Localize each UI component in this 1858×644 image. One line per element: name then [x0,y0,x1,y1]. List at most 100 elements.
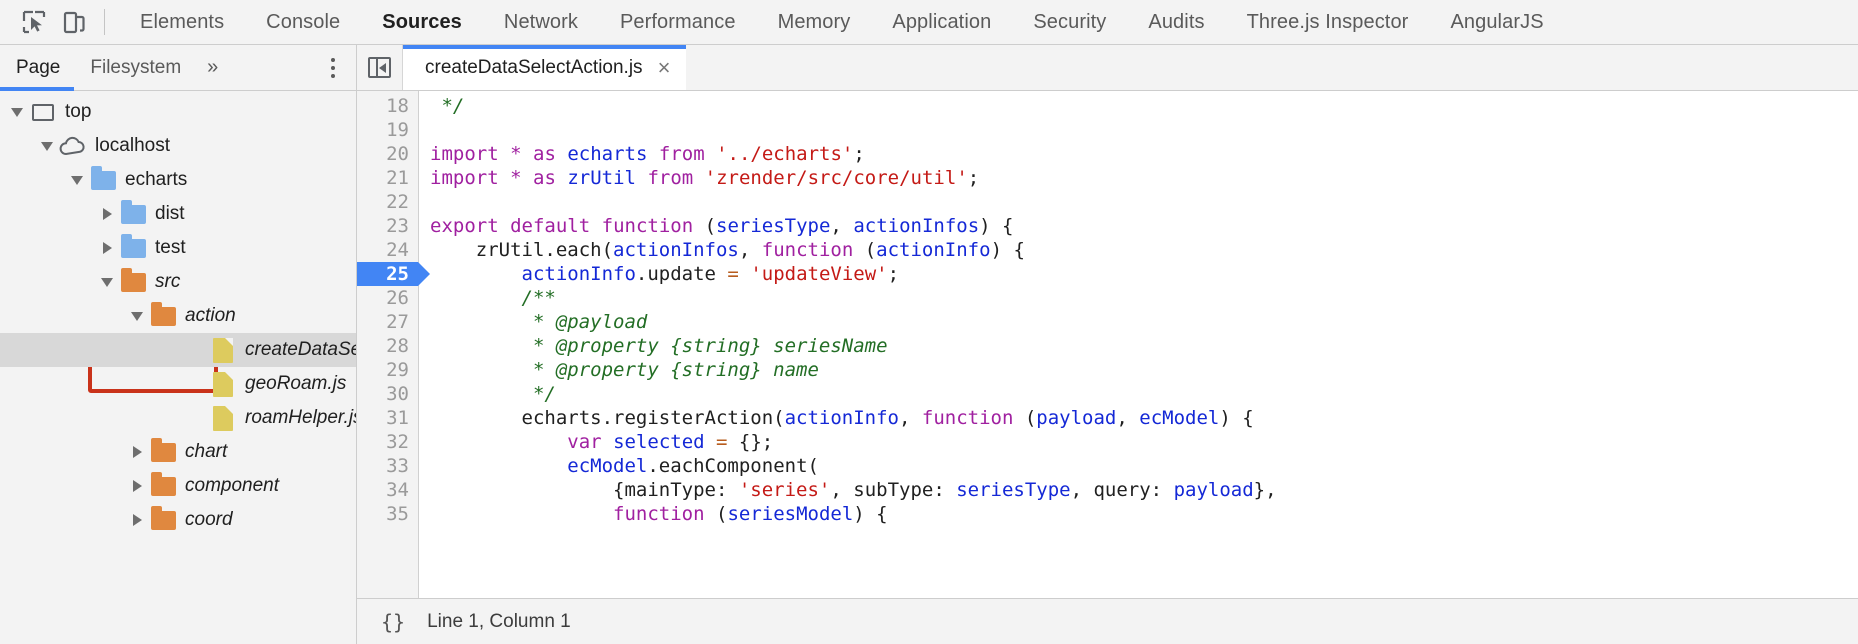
line-number-33[interactable]: 33 [386,455,409,477]
code-token: , [830,215,854,237]
code-line-27: * @payload [430,310,1858,334]
line-number-29[interactable]: 29 [386,359,409,381]
tree-item-label: coord [185,509,233,530]
editor-status-bar: {} Line 1, Column 1 [357,598,1858,644]
tree-item-roamhelper-js[interactable]: roamHelper.js [0,401,356,435]
tree-item-test[interactable]: test [0,231,356,265]
code-token [693,167,704,189]
tab-memory[interactable]: Memory [777,11,851,33]
editor-file-tab-label: createDataSelectAction.js [425,56,643,78]
nav-tab-page[interactable]: Page [0,45,75,91]
tree-item-georoam-js[interactable]: geoRoam.js [0,367,356,401]
code-line-30: */ [430,382,1858,406]
code-token: echarts [567,143,648,165]
file-icon [208,337,238,363]
collapse-sidebar-icon[interactable] [357,45,403,90]
folder-icon [118,233,148,258]
chevron-right-icon[interactable] [96,242,118,254]
tab-threejs-inspector[interactable]: Three.js Inspector [1246,11,1409,33]
code-token: var [567,431,602,453]
nav-tab-filesystem[interactable]: Filesystem [90,57,182,78]
code-token: seriesType [716,215,831,237]
chevron-down-icon[interactable] [96,277,118,287]
line-number-24[interactable]: 24 [386,239,409,261]
editor-file-tab[interactable]: createDataSelectAction.js × [403,45,687,90]
chevron-down-icon[interactable] [36,141,58,151]
line-number-26[interactable]: 26 [386,287,409,309]
close-icon[interactable]: × [657,54,671,80]
tab-audits[interactable]: Audits [1148,11,1205,33]
line-number-35[interactable]: 35 [386,503,409,525]
tab-elements[interactable]: Elements [140,11,225,33]
chevron-down-icon[interactable] [126,311,148,321]
code-token: .update [635,263,728,285]
chevron-down-icon[interactable] [66,175,88,185]
tree-item-createdataselectaction-js[interactable]: createDataSelectAction.js [0,333,356,367]
tab-application[interactable]: Application [892,11,992,33]
tree-item-label: dist [155,203,185,224]
tab-security[interactable]: Security [1033,11,1107,33]
tree-item-label: chart [185,441,228,462]
more-options-icon[interactable] [316,46,350,90]
chevron-down-icon[interactable] [6,107,28,117]
tree-item-label: roamHelper.js [245,407,356,428]
tree-item-localhost[interactable]: localhost [0,129,356,163]
code-token: function [921,407,1014,429]
line-number-20[interactable]: 20 [386,143,409,165]
folder-icon [148,437,178,462]
tree-item-component[interactable]: component [0,469,356,503]
device-toolbar-icon[interactable] [54,0,94,44]
breakpoint-marker-line-25[interactable]: 25 [357,262,430,286]
tab-sources[interactable]: Sources [382,11,462,33]
tab-angularjs[interactable]: AngularJS [1450,11,1544,33]
code-token: ; [967,167,980,189]
code-token: 'zrender/src/core/util' [704,167,968,189]
tree-item-src[interactable]: src [0,265,356,299]
chevron-right-icon[interactable] [96,208,118,220]
chevron-right-icon[interactable] [126,480,148,492]
line-number-19[interactable]: 19 [386,119,409,141]
tree-item-coord[interactable]: coord [0,503,356,537]
code-token: = [716,431,728,453]
code-token: ) { [853,503,888,525]
tree-item-label: createDataSelectAction.js [245,339,356,360]
code-token: ( [704,503,728,525]
code-token: */ [430,383,556,405]
code-line-26: /** [430,286,1858,310]
chevron-right-icon[interactable] [126,446,148,458]
line-number-31[interactable]: 31 [386,407,409,429]
chevron-right-icon[interactable] [126,514,148,526]
tree-item-action[interactable]: action [0,299,356,333]
code-token: actionInfos [853,215,980,237]
line-number-34[interactable]: 34 [386,479,409,501]
tree-item-chart[interactable]: chart [0,435,356,469]
code-token: , [899,407,922,429]
code-line-31: echarts.registerAction(actionInfo, funct… [430,406,1858,430]
tab-network[interactable]: Network [503,11,578,33]
line-number-28[interactable]: 28 [386,335,409,357]
tab-performance[interactable]: Performance [619,11,736,33]
line-number-18[interactable]: 18 [386,95,409,117]
code-line-24: zrUtil.each(actionInfos, function (actio… [430,238,1858,262]
line-number-32[interactable]: 32 [386,431,409,453]
code-token: ; [853,143,865,165]
line-number-23[interactable]: 23 [386,215,409,237]
line-number-22[interactable]: 22 [386,191,409,213]
tree-item-top[interactable]: top [0,95,356,129]
tab-console[interactable]: Console [266,11,341,33]
line-number-30[interactable]: 30 [386,383,409,405]
tree-item-dist[interactable]: dist [0,197,356,231]
inspect-cursor-icon[interactable] [14,0,54,44]
tree-item-echarts[interactable]: echarts [0,163,356,197]
code-token: '../echarts' [716,143,854,165]
code-token: = [727,263,739,285]
nav-more-tabs-chevron-icon[interactable]: » [207,56,219,78]
line-number-21[interactable]: 21 [386,167,409,189]
line-number-27[interactable]: 27 [386,311,409,333]
toolbar-divider [104,9,105,35]
pretty-print-icon[interactable]: {} [381,609,406,634]
code-content[interactable]: */import * as echarts from '../echarts';… [419,91,1858,598]
